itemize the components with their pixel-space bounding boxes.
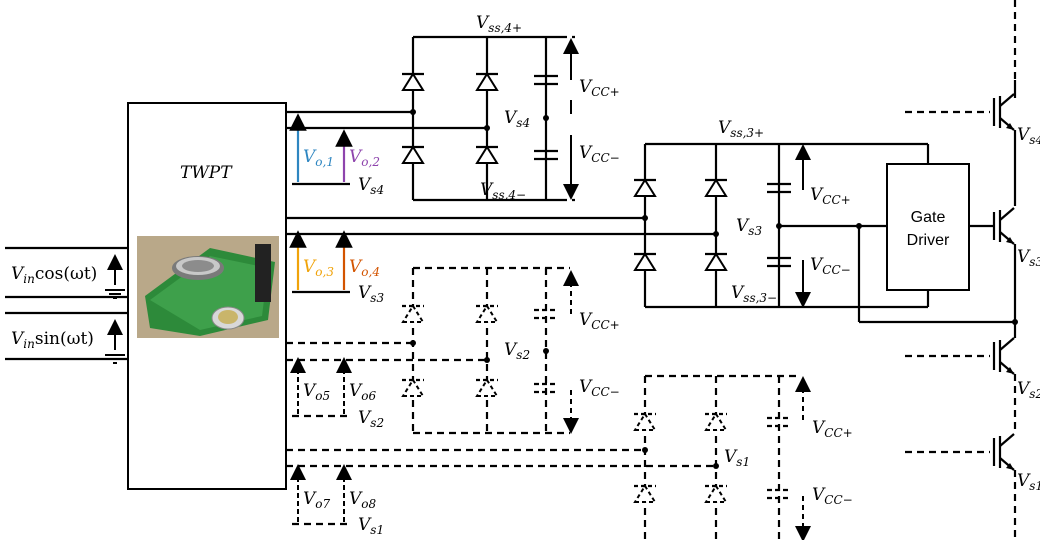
- svg-text:Vss,4+: Vss,4+: [476, 13, 522, 35]
- svg-text:Vo,4: Vo,4: [349, 257, 380, 279]
- input-source-sin: Vinsin(ωt): [5, 311, 128, 364]
- svg-text:VCC−: VCC−: [810, 255, 851, 277]
- rectifier-s3: Vss,3+ Vss,3− Vs3 VCC+ VCC−: [286, 118, 930, 309]
- svg-text:Gate: Gate: [911, 209, 946, 226]
- svg-text:VCC+: VCC+: [579, 77, 620, 99]
- output-voltage-arrows-7-8: Vo7 Vo8 Vs1: [290, 464, 384, 537]
- svg-text:VCC+: VCC+: [579, 310, 620, 332]
- svg-text:VCC−: VCC−: [579, 377, 620, 399]
- svg-text:Vs3: Vs3: [1017, 247, 1040, 269]
- svg-text:Vo,2: Vo,2: [349, 147, 380, 169]
- rectifier-s4: Vss,4+ Vss,4− Vs4 VCC+ VCC−: [286, 13, 620, 202]
- svg-text:Vs4: Vs4: [504, 108, 530, 130]
- svg-text:Driver: Driver: [907, 232, 950, 249]
- svg-text:VCC−: VCC−: [812, 485, 853, 507]
- input-source-cos: Vincos(ωt): [5, 246, 128, 299]
- svg-text:Vinsin(ωt): Vinsin(ωt): [11, 329, 94, 351]
- svg-text:Vs1: Vs1: [358, 515, 384, 537]
- svg-text:Vincos(ωt): Vincos(ωt): [11, 264, 97, 286]
- svg-text:Vo,1: Vo,1: [303, 147, 334, 169]
- svg-text:Vs2: Vs2: [1017, 379, 1040, 401]
- output-voltage-arrows-5-6: Vo5 Vo6 Vs2: [290, 357, 384, 430]
- rectifier-s1: Vs1 VCC+ VCC−: [286, 374, 853, 540]
- svg-text:Vs4: Vs4: [358, 175, 384, 197]
- svg-text:Vo6: Vo6: [349, 381, 377, 403]
- twpt-prototype-photo: [137, 236, 279, 338]
- svg-text:Vs4: Vs4: [1017, 125, 1040, 147]
- output-voltage-arrows-1-2: Vo,1 Vo,2 Vs4: [289, 113, 384, 197]
- gate-driver-block: Gate Driver: [856, 163, 1018, 325]
- svg-text:Vss,3+: Vss,3+: [718, 118, 764, 140]
- svg-text:Vo7: Vo7: [303, 489, 331, 511]
- svg-text:Vss,4−: Vss,4−: [480, 180, 526, 202]
- svg-text:Vo,3: Vo,3: [303, 257, 334, 279]
- svg-text:Vs1: Vs1: [1017, 471, 1040, 493]
- svg-text:Vs3: Vs3: [736, 216, 762, 238]
- svg-text:Vss,3−: Vss,3−: [731, 283, 777, 305]
- svg-text:VCC+: VCC+: [810, 185, 851, 207]
- output-voltage-arrows-3-4: Vo,3 Vo,4 Vs3: [289, 230, 384, 305]
- igbt-stack: Vs4 Vs3 Vs2 Vs1: [905, 0, 1040, 540]
- svg-text:Vo5: Vo5: [303, 381, 330, 403]
- svg-text:Vs3: Vs3: [358, 283, 384, 305]
- svg-text:Vs1: Vs1: [724, 447, 750, 469]
- rectifier-s2: Vs2 VCC+ VCC−: [286, 266, 620, 435]
- svg-text:VCC+: VCC+: [812, 418, 853, 440]
- twpt-label: TWPT: [180, 163, 233, 183]
- svg-text:VCC−: VCC−: [579, 143, 620, 165]
- svg-text:Vs2: Vs2: [358, 408, 384, 430]
- svg-text:Vo8: Vo8: [349, 489, 377, 511]
- svg-text:Vs2: Vs2: [504, 340, 530, 362]
